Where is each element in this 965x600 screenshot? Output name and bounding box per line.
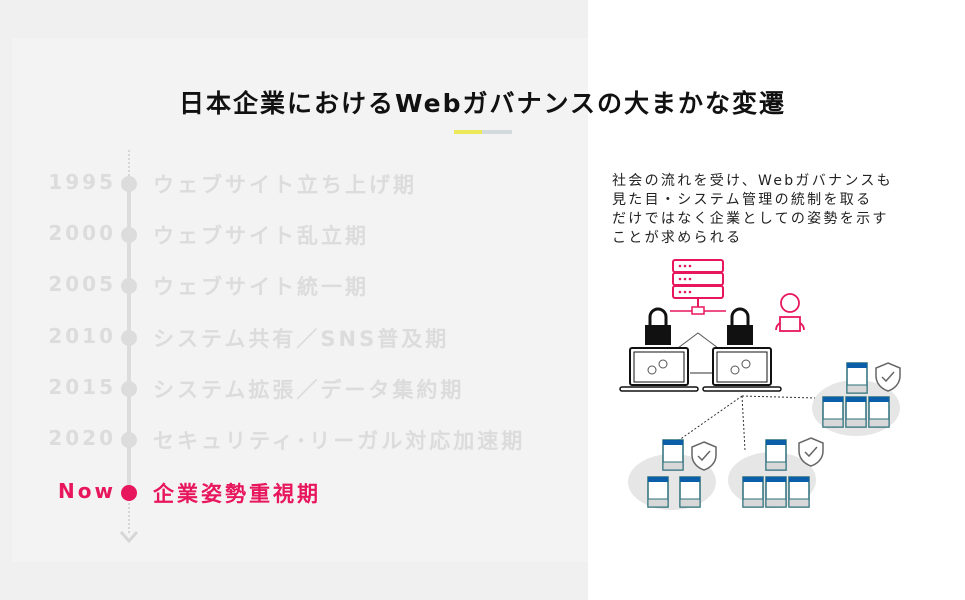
timeline-label: セキュリティ･リーガル対応加速期 [153, 429, 526, 453]
timeline-dot [121, 485, 137, 501]
timeline-label: ウェブサイト乱立期 [153, 224, 369, 248]
timeline-label: ウェブサイト立ち上げ期 [153, 173, 417, 197]
timeline-label: システム共有／SNS普及期 [153, 327, 450, 351]
timeline-dot [121, 227, 137, 243]
timeline-label: システム拡張／データ集約期 [153, 378, 465, 402]
page-title: 日本企業におけるWebガバナンスの大まかな変遷 [178, 89, 787, 118]
description-line: 社会の流れを受け、Webガバナンスも [612, 173, 893, 189]
timeline-item-current: Now 企業姿勢重視期 [0, 477, 588, 507]
timeline-year: 2000 [48, 221, 116, 245]
timeline-dot [121, 176, 137, 192]
site-cluster-pink [812, 362, 901, 436]
timeline-label: ウェブサイト統一期 [153, 275, 369, 299]
timeline-year: 2015 [48, 375, 116, 399]
description-line: ことが求められる [612, 230, 743, 246]
timeline-year: 1995 [48, 170, 116, 194]
timeline-dot [121, 330, 137, 346]
description: 社会の流れを受け、Webガバナンスも 見た目・システム管理の統制を取る だけでは… [612, 172, 893, 248]
title-underline-accent [454, 130, 482, 134]
laptop-icon [619, 347, 699, 392]
site-cluster-green [628, 439, 717, 510]
timeline-dashed-top [128, 150, 130, 180]
lock-icon [727, 307, 753, 345]
description-line: 見た目・システム管理の統制を取る [612, 192, 873, 208]
lock-icon [645, 307, 671, 345]
timeline-item: 2020 セキュリティ･リーガル対応加速期 [0, 424, 588, 454]
timeline-item: 2015 システム拡張／データ集約期 [0, 373, 588, 403]
server-icon [670, 259, 726, 315]
timeline-item: 2010 システム共有／SNS普及期 [0, 322, 588, 352]
timeline-year: 2005 [48, 272, 116, 296]
description-line: だけではなく企業としての姿勢を示す [612, 211, 889, 227]
timeline-dashed-bottom [128, 495, 130, 533]
timeline-label: 企業姿勢重視期 [153, 482, 321, 506]
developer-icon [775, 293, 805, 332]
timeline-year: Now [58, 479, 116, 503]
left-panel-inner [12, 38, 588, 562]
governance-illustration [619, 259, 901, 510]
timeline-year: 2020 [48, 426, 116, 450]
laptop-icon [702, 347, 782, 392]
timeline-year: 2010 [48, 324, 116, 348]
timeline-dot [121, 278, 137, 294]
title-underline [482, 130, 512, 134]
timeline-dot [121, 432, 137, 448]
timeline-item: 2000 ウェブサイト乱立期 [0, 219, 588, 249]
timeline-item: 1995 ウェブサイト立ち上げ期 [0, 168, 588, 198]
timeline-dot [121, 381, 137, 397]
timeline-item: 2005 ウェブサイト統一期 [0, 270, 588, 300]
site-cluster-orange [728, 437, 824, 508]
chevron-down-icon [119, 531, 139, 544]
